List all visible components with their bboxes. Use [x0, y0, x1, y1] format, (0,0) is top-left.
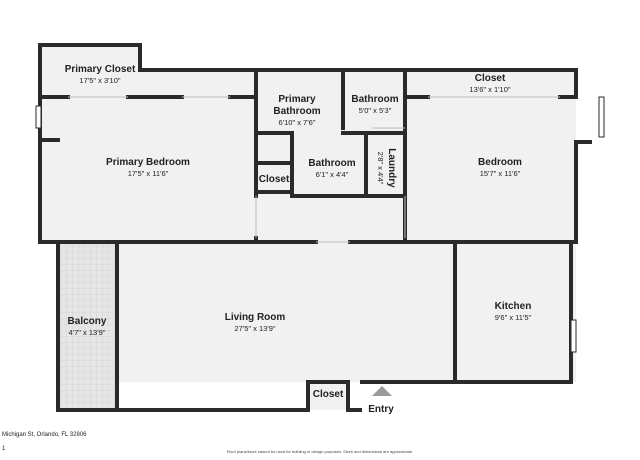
room-name: Closet	[312, 389, 344, 400]
room-top-bathroom: Bathroom 5'0" x 5'3"	[345, 94, 405, 116]
room-name: Bedroom	[478, 157, 522, 168]
room-dimensions: 27'5" x 13'9"	[234, 324, 276, 333]
room-dimensions: 13'6" x 1'10"	[469, 85, 511, 94]
room-primary-bathroom: Primary Bathroom 6'10" x 7'6"	[262, 94, 332, 128]
room-dimensions: 9'6" x 11'5"	[494, 313, 532, 322]
bathroom-walls	[254, 68, 407, 244]
room-dimensions: 15'7" x 11'6"	[479, 169, 521, 178]
room-name: Bathroom	[351, 94, 399, 105]
small-closet	[254, 161, 294, 194]
room-dimensions: 4'7" x 13'9"	[68, 328, 106, 337]
room-name: Kitchen	[494, 301, 532, 312]
balcony-tile	[59, 244, 117, 410]
room-name: Bathroom	[308, 158, 356, 169]
room-top-closet: Closet 13'6" x 1'10"	[450, 73, 530, 95]
room-bedroom: Bedroom 15'7" x 11'6"	[460, 157, 540, 179]
room-bottom-closet: Closet	[308, 389, 348, 401]
room-small-closet: Closet	[256, 174, 292, 186]
windows	[35, 96, 605, 353]
door-openings	[68, 96, 560, 243]
room-dimensions: 5'0" x 5'3"	[358, 106, 392, 115]
entry-arrow	[372, 386, 392, 396]
room-dimensions: 17'5" x 3'10"	[79, 76, 121, 85]
room-name: Living Room	[224, 312, 286, 323]
page-number: 1	[2, 446, 6, 452]
room-balcony: Balcony 4'7" x 13'9"	[58, 316, 116, 338]
address: Michigan St, Orlando, FL 32806	[2, 432, 87, 438]
room-name: Primary Bathroom	[273, 94, 321, 117]
room-primary-closet: Primary Closet 17'5" x 3'10"	[60, 64, 140, 86]
entry-label: Entry	[368, 404, 394, 415]
outer-wall-top	[38, 43, 578, 99]
room-laundry: Laundry 2'8" x 4'4"	[373, 142, 397, 194]
room-name: Primary Closet	[64, 64, 136, 75]
room-dimensions: 17'5" x 11'6"	[127, 169, 169, 178]
room-name: Closet	[258, 174, 290, 185]
mid-bath-walls	[290, 131, 407, 198]
right-closet	[403, 95, 592, 144]
room-dimensions: 6'10" x 7'6"	[278, 118, 316, 127]
room-kitchen: Kitchen 9'6" x 11'5"	[478, 301, 548, 323]
room-dimensions: 6'1" x 4'4"	[315, 170, 349, 179]
room-mid-bathroom: Bathroom 6'1" x 4'4"	[298, 158, 366, 180]
room-name: Laundry	[386, 148, 397, 188]
room-name: Balcony	[67, 316, 107, 327]
room-dimensions: 2'8" x 4'4"	[376, 151, 385, 185]
room-name: Primary Bedroom	[106, 157, 190, 168]
disclaimer: Floor plans/tours cannot be used for bui…	[226, 449, 414, 454]
room-primary-bedroom: Primary Bedroom 17'5" x 11'6"	[98, 157, 198, 179]
room-name: Closet	[474, 73, 506, 84]
walls	[38, 43, 592, 412]
outer-wall-bottom	[115, 380, 362, 412]
room-living-room: Living Room 27'5" x 13'9"	[210, 312, 300, 334]
